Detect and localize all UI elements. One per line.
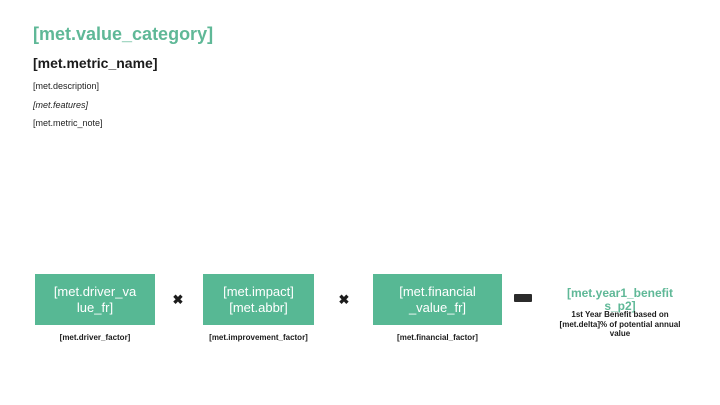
multiply-icon: ✖ [338,292,350,307]
metric-note-text: [met.metric_note] [33,118,103,128]
impact-box: [met.impact] [met.abbr] [203,274,314,325]
equals-sign [514,294,532,302]
driver-value-box: [met.driver_va lue_fr] [35,274,155,325]
metric-name-heading: [met.metric_name] [33,55,158,71]
value-category-title: [met.value_category] [33,24,214,44]
financial-value-box: [met.financial _value_fr] [373,274,502,325]
financial-factor-caption: [met.financial_factor] [397,333,478,342]
multiply-icon: ✖ [172,292,184,307]
year1-benefit-note: 1st Year Benefit based on [met.delta]% o… [559,310,681,338]
driver-factor-caption: [met.driver_factor] [59,333,131,342]
metric-features-text: [met.features] [33,100,89,110]
metric-description-text: [met.description] [33,81,100,91]
improvement-factor-caption: [met.improvement_factor] [209,333,308,342]
year1-benefits-label: [met.year1_benefit s_p2] [566,286,674,313]
